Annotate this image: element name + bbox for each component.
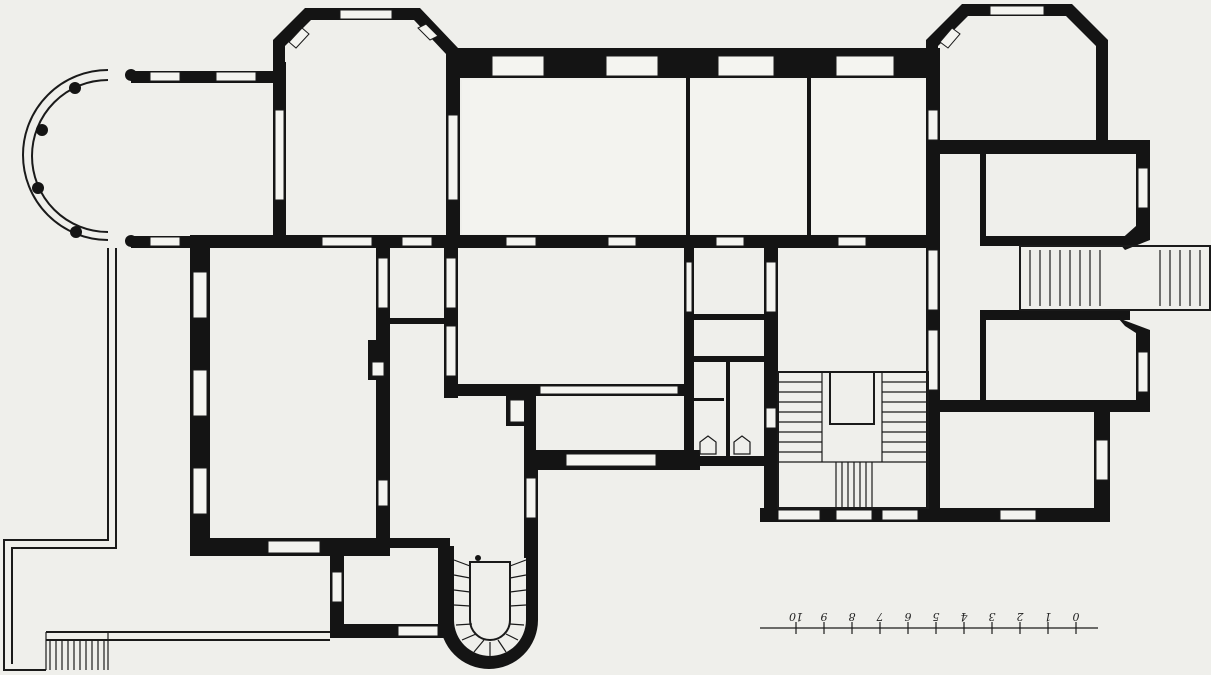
right-wing — [760, 140, 1211, 522]
upper-block — [190, 48, 940, 248]
scale-label: 3 — [989, 610, 996, 623]
left-hall — [190, 245, 390, 556]
right-tower — [926, 4, 1108, 522]
scale-label: 7 — [877, 610, 884, 623]
semicircular-bay — [22, 69, 281, 248]
column — [32, 182, 44, 194]
column — [36, 124, 48, 136]
scale-label: 8 — [849, 610, 856, 623]
scale-label: 4 — [961, 610, 969, 623]
scale-label: 1 — [1045, 610, 1052, 623]
scale-label: 5 — [933, 610, 940, 623]
scale-label: 0 — [1073, 610, 1080, 623]
terrace-outline — [3, 248, 330, 671]
scale-label: 2 — [1017, 610, 1025, 623]
scale-label: 9 — [821, 610, 828, 623]
column — [69, 82, 81, 94]
left-tower — [273, 8, 460, 247]
spiral-stair-treads — [453, 559, 527, 656]
stair-treads-right — [881, 372, 928, 462]
terrace-steps — [49, 632, 109, 670]
stair-treads-left — [778, 372, 823, 462]
entrance-steps — [1029, 250, 1201, 306]
stair-treads-bottom — [778, 461, 928, 508]
main-staircase — [777, 371, 929, 509]
spiral-staircase — [440, 468, 538, 669]
column — [70, 226, 82, 238]
scale-label: 6 — [905, 610, 912, 623]
central-area — [390, 248, 778, 556]
scale-label: 10 — [789, 610, 803, 623]
